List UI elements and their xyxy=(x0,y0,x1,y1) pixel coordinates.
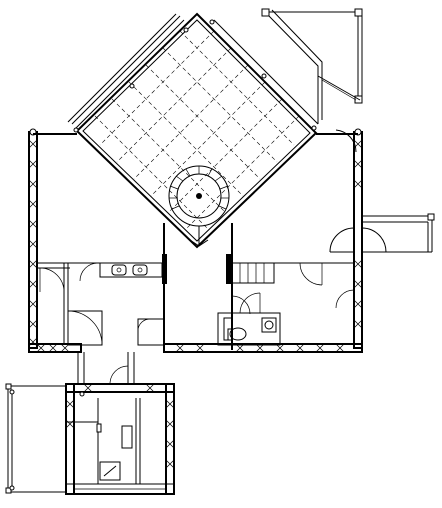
upper-right-terrace xyxy=(261,8,363,124)
left-wing-south-wall xyxy=(28,343,82,353)
diamond-window-strip-right xyxy=(209,19,319,131)
right-wing xyxy=(163,128,363,353)
door-swing-icon xyxy=(231,295,251,315)
kitchen-counter xyxy=(99,262,163,278)
right-wing-south-wall xyxy=(163,343,363,353)
annex-deck xyxy=(5,383,67,494)
spiral-stair-icon xyxy=(168,165,230,247)
left-wing xyxy=(28,128,233,353)
right-south-hatch xyxy=(175,343,345,353)
diamond-window-strip xyxy=(67,13,189,133)
left-wall-hatch xyxy=(28,139,38,347)
connector-corridor xyxy=(77,352,135,385)
diamond-room-walls xyxy=(75,12,318,249)
sink-icon xyxy=(261,317,277,333)
south-wall-hatch xyxy=(36,343,70,353)
toilet-icon xyxy=(227,327,247,341)
diamond-tile-grid xyxy=(94,30,300,231)
door-swing-icon xyxy=(79,262,99,282)
bathroom xyxy=(217,292,281,346)
sink-icon xyxy=(132,264,148,276)
sink-icon xyxy=(111,264,127,276)
annex-hatch xyxy=(65,383,175,469)
diamond-room xyxy=(67,12,319,249)
lower-annex xyxy=(65,383,175,495)
right-balcony xyxy=(361,213,435,253)
right-wall-hatch xyxy=(353,139,363,329)
diamond-room-inner-line xyxy=(82,19,311,242)
